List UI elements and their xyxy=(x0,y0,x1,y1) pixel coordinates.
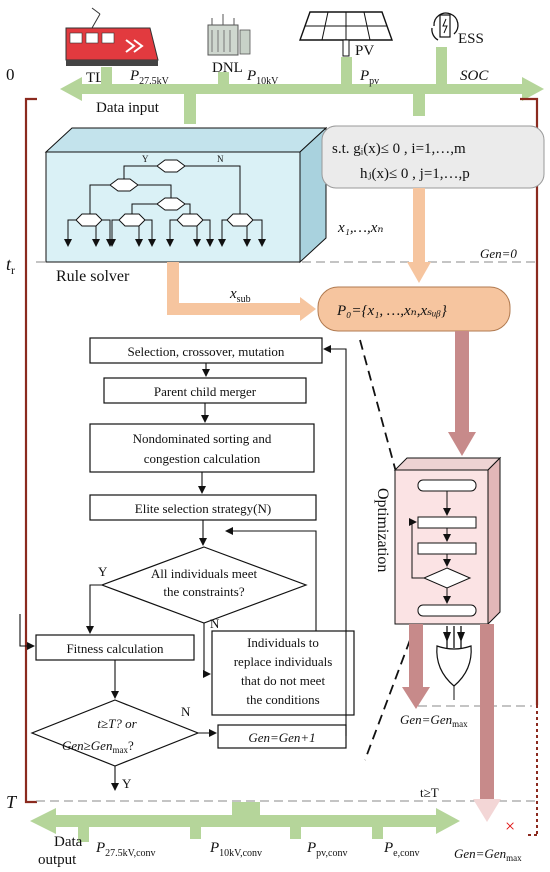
sorting-label-1: Nondominated sorting and xyxy=(133,431,272,446)
bus-p27-label: P27.5kV xyxy=(129,68,170,87)
flow-connectors xyxy=(19,345,347,791)
time-T-label: T xyxy=(6,792,18,812)
t-ge-T-label: t≥T xyxy=(420,785,439,800)
replace-label-1: Individuals to xyxy=(247,635,319,650)
fitness-label: Fitness calculation xyxy=(66,641,164,656)
termination-no-label: N xyxy=(181,704,191,719)
bus-p10-label: P10kV xyxy=(246,68,279,87)
elite-box xyxy=(89,494,317,521)
bus-soc-label: SOC xyxy=(460,68,489,84)
timeline xyxy=(24,97,539,836)
xsub-arrow xyxy=(167,262,316,321)
termination-diamond xyxy=(30,699,200,767)
population-label: P₀={x₁, …,xₙ,xₛᵤᵦ} xyxy=(336,303,447,319)
sorting-label-2: congestion calculation xyxy=(144,451,261,466)
data-output-label-2: output xyxy=(38,852,77,868)
constraints-question-1: All individuals meet xyxy=(151,566,258,581)
rule-n-label: N xyxy=(217,154,224,164)
output-ppv-label: Ppv,conv xyxy=(306,840,347,859)
merger-label: Parent child merger xyxy=(154,384,257,399)
or-gate-icon xyxy=(436,626,472,700)
xs-down-arrow xyxy=(407,188,431,283)
constraints-yes-label: Y xyxy=(98,564,108,579)
genmax-label-1: Gen=Genmax xyxy=(400,712,468,729)
genmax-label-2: Gen=Genmax xyxy=(454,846,522,863)
dashed-zoom-line-1 xyxy=(359,339,421,561)
constraints-question-2: the constraints? xyxy=(163,584,244,599)
input-bus-arrow xyxy=(60,47,544,124)
source-tl-label: TL xyxy=(86,70,104,86)
output-pe-label: Pe,conv xyxy=(383,840,420,859)
sorting-box xyxy=(89,423,315,473)
rule-y-label: Y xyxy=(142,154,149,164)
rule-solver-label: Rule solver xyxy=(56,268,130,285)
output-bus-arrow xyxy=(30,802,460,842)
output-p10-label: P10kV,conv xyxy=(209,840,262,859)
population-to-optimization-arrow xyxy=(448,331,476,456)
replace-label-4: the conditions xyxy=(246,692,319,707)
population-box xyxy=(317,286,511,332)
constraint-box xyxy=(321,125,545,189)
solar-panel-icon xyxy=(299,11,393,57)
termination-yes-label: Y xyxy=(122,776,132,791)
transformer-icon xyxy=(207,14,251,56)
time-tr-label: tr xyxy=(6,254,15,277)
replace-label-2: replace individuals xyxy=(234,654,333,669)
data-output-label-1: Data xyxy=(54,834,83,850)
replace-box xyxy=(211,630,355,716)
source-ess-label: ESS xyxy=(458,31,484,47)
optimization-label: Optimization xyxy=(374,488,391,572)
gen-zero-label: Gen=0 xyxy=(480,246,517,261)
xsub-label: xsub xyxy=(229,286,251,305)
selection-label: Selection, crossover, mutation xyxy=(128,344,285,359)
x-vars-label: x₁,…,xₙ xyxy=(337,220,383,236)
optimization-block xyxy=(393,456,502,626)
fitness-box xyxy=(35,634,195,661)
genmax-arrow-2 xyxy=(473,624,501,822)
source-pv-label: PV xyxy=(355,43,374,59)
replace-label-3: that do not meet xyxy=(241,673,326,688)
data-input-label: Data input xyxy=(96,100,160,116)
output-p27-label: P27.5kV,conv xyxy=(95,840,156,859)
dashed-zoom-line-2 xyxy=(364,639,411,761)
constraint-line2: hⱼ(x)≤ 0 , j=1,…,p xyxy=(360,166,470,182)
bus-ppv-label: Ppv xyxy=(359,68,379,87)
train-icon xyxy=(65,7,159,66)
battery-icon xyxy=(431,12,459,41)
gen-increment-label: Gen=Gen+1 xyxy=(248,730,315,745)
rejected-x-icon: × xyxy=(505,816,515,836)
gen-increment-box xyxy=(217,724,347,749)
termination-question-2: Gen≥Genmax? xyxy=(62,738,134,755)
time-zero-label: 0 xyxy=(6,65,15,84)
rule-solver-cube: Y N xyxy=(44,126,328,264)
elite-label: Elite selection strategy(N) xyxy=(135,501,271,516)
constraints-no-label: N xyxy=(210,616,220,631)
termination-question-1: t≥T? or xyxy=(97,716,137,731)
genmax-arrow-1 xyxy=(402,624,430,709)
constraint-line1: s.t. gᵢ(x)≤ 0 , i=1,…,m xyxy=(332,141,466,157)
